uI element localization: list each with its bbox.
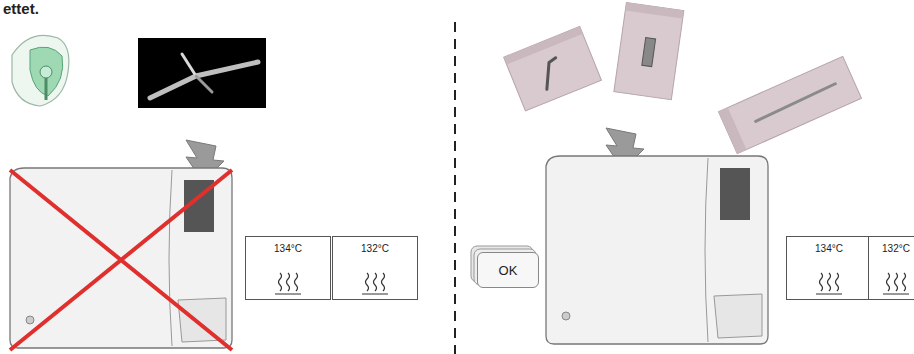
temperature-box: 132°C (868, 236, 914, 300)
temperature-label: 134°C (787, 237, 871, 254)
handpiece-body (150, 62, 258, 98)
temperature-box: 134°C (245, 236, 331, 300)
ok-button: OK (477, 252, 539, 288)
autoclave (546, 156, 768, 344)
steam-wave (820, 273, 823, 291)
steam-symbol (787, 262, 871, 297)
pouch (504, 26, 602, 110)
caption-fragment: ettet. (3, 0, 39, 17)
steam-wave (366, 273, 369, 291)
pouch (614, 3, 684, 100)
instrument (642, 38, 656, 67)
logo (562, 312, 570, 320)
drawer (178, 298, 226, 342)
handpiece-photo (138, 38, 266, 108)
pouch-seal (625, 3, 684, 19)
steam-symbol (869, 262, 914, 297)
pouch-bag (614, 3, 684, 100)
mask-shell (12, 35, 69, 106)
steam-wave (903, 273, 906, 291)
forbidden-cross (10, 170, 232, 350)
door-edge (169, 170, 172, 346)
temperature-label: 134°C (246, 237, 330, 254)
steam-wave (382, 273, 385, 291)
pouch (719, 56, 862, 153)
door-edge (705, 158, 708, 342)
steam-wave (287, 273, 290, 291)
steam-wave (279, 273, 282, 291)
divider (454, 22, 456, 354)
steam-symbol (246, 262, 330, 297)
pouch-bag (719, 56, 862, 153)
pouch-bag (504, 26, 602, 110)
steam-base (883, 294, 909, 295)
instrument (537, 58, 565, 90)
temperature-label: 132°C (869, 237, 914, 254)
pouch-seal (504, 26, 583, 64)
steam-wave (828, 273, 831, 291)
steam-wave (374, 273, 377, 291)
temperature-box: 134°C (786, 236, 872, 300)
temperature-label: 132°C (333, 237, 417, 254)
mask-icon (12, 35, 69, 106)
steam-wave (295, 273, 298, 291)
steam-base (816, 294, 842, 295)
mask-port (45, 78, 48, 100)
handpiece-branch (196, 76, 212, 92)
handpiece-branch (182, 54, 196, 76)
button-label: OK (499, 263, 518, 278)
steam-wave (895, 273, 898, 291)
logo (26, 316, 34, 324)
steam-base (275, 294, 301, 295)
instrument (755, 84, 836, 122)
steam-base (362, 294, 388, 295)
mask-valve (40, 66, 52, 78)
drawer (714, 294, 762, 338)
display (720, 168, 750, 220)
steam-symbol (333, 262, 417, 297)
temperature-box: 132°C (332, 236, 418, 300)
pouch-seal (719, 108, 747, 154)
autoclave-body (546, 156, 768, 344)
photo-ground (138, 38, 266, 108)
steam-wave (887, 273, 890, 291)
steam-wave (836, 273, 839, 291)
